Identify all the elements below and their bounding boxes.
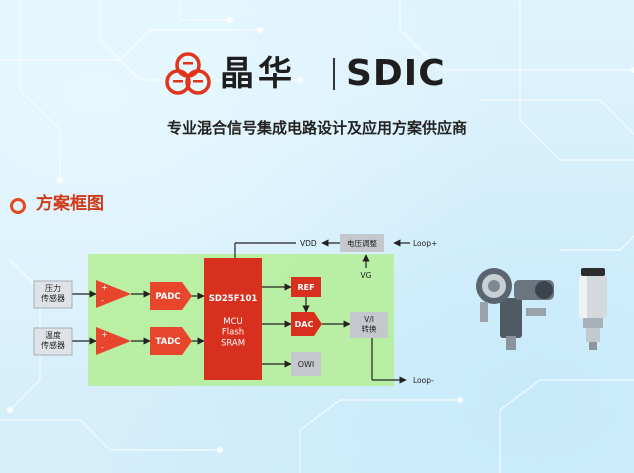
padc-block [150, 282, 192, 310]
temp-sensor-label: 温度传感器 [41, 330, 65, 350]
mcu-chip-block [204, 258, 262, 380]
padc-label: PADC [155, 292, 180, 302]
brand-header: 晶华 SDIC [0, 52, 634, 96]
pressure-sensor-label: 压力传感器 [41, 283, 65, 303]
ref-block [291, 277, 321, 297]
section-title-text: 方案框图 [36, 194, 104, 214]
tadc-label: TADC [155, 337, 180, 347]
amp1-minus: - [101, 296, 104, 305]
brand-name-en: SDIC [346, 53, 446, 94]
vdd-label: VDD [300, 239, 317, 248]
loop-minus-label: Loop- [413, 376, 434, 385]
brand-name-cn: 晶华 [220, 54, 296, 94]
dac-label: DAC [295, 320, 314, 329]
tadc-block [150, 327, 192, 355]
ref-label: REF [297, 283, 314, 292]
brand-divider [333, 58, 335, 90]
signal-wires [71, 239, 410, 384]
owi-block [291, 352, 321, 376]
amp2-plus: + [101, 330, 108, 339]
amp1-plus: + [101, 283, 108, 292]
chip-name: SD25F101 [209, 294, 258, 304]
voltage-regulator-label: 电压调整 [347, 238, 377, 248]
temp-sensor-box [33, 327, 73, 356]
loop-plus-label: Loop+ [413, 239, 437, 248]
pressure-sensor-box [33, 280, 73, 309]
pressure-amplifier [96, 280, 131, 308]
owi-label: OWI [298, 360, 315, 369]
bullet-ring-icon [10, 198, 26, 214]
voltage-regulator-block [340, 234, 384, 252]
tagline: 专业混合信号集成电路设计及应用方案供应商 [166, 119, 467, 137]
pressure-sensor-image [579, 268, 607, 350]
dac-block [291, 312, 322, 336]
temp-amplifier [96, 327, 131, 355]
amp2-minus: - [101, 343, 104, 352]
sdic-logo-icon [165, 52, 211, 95]
pressure-transmitter-image [476, 268, 554, 350]
vg-label: VG [361, 271, 372, 280]
vi-converter-block [350, 312, 388, 338]
